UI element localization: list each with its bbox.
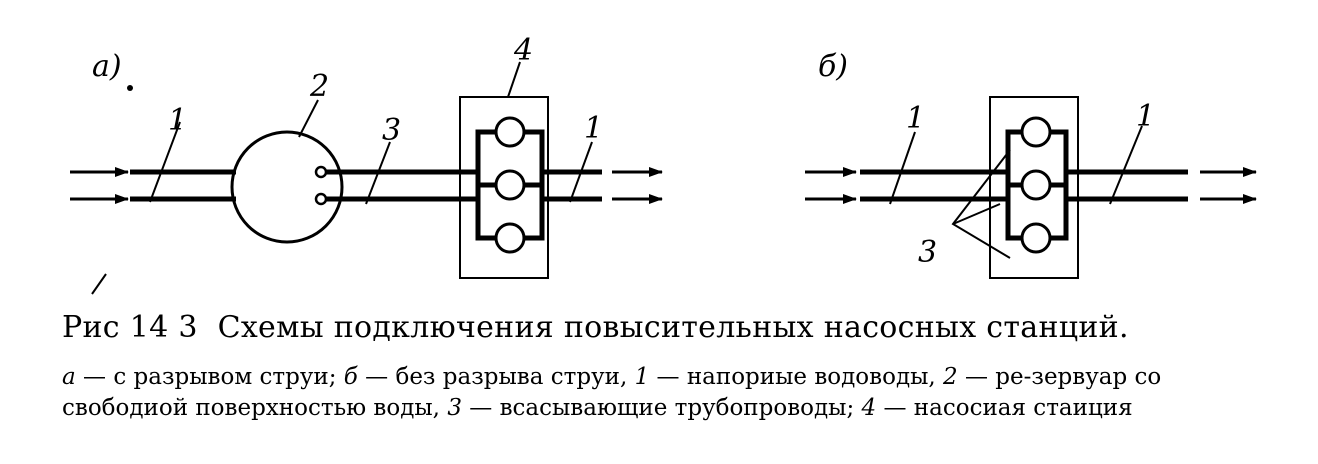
figure-title: Схемы подключения повысительных насосных… — [217, 310, 1129, 345]
figure-label: Рис 14 3 — [62, 310, 198, 345]
stray-mark — [91, 273, 107, 295]
panel-a-tag: а) — [92, 49, 122, 84]
suction-port-top — [314, 165, 328, 179]
pump-station-box — [459, 96, 549, 279]
callout-2: 2 — [309, 69, 329, 104]
stray-dot — [127, 85, 133, 91]
callout-1-out: 1 — [1136, 99, 1155, 134]
pump-1 — [494, 116, 526, 148]
callout-4: 4 — [513, 33, 533, 68]
panel-b: б) 1 3 1 — [805, 49, 1257, 279]
pump-1 — [1020, 116, 1052, 148]
legend-key: б — [343, 364, 358, 390]
legend-text: — без разрыва струи, — [357, 364, 635, 390]
legend-text: — напориые водоводы, — [649, 364, 944, 390]
pump-2 — [494, 169, 526, 201]
callout-leader-3b — [952, 203, 1001, 225]
pump-3 — [1020, 222, 1052, 254]
pump-3 — [494, 222, 526, 254]
legend-text: — ре-зервуар со свободиой поверхностью в… — [62, 364, 1162, 421]
legend-key: 2 — [943, 364, 958, 390]
callout-leader-2 — [298, 99, 319, 138]
callout-leader-4 — [507, 61, 521, 98]
pump-station-box — [989, 96, 1079, 279]
callout-leader-3 — [365, 141, 391, 205]
callout-leader-1 — [149, 121, 181, 203]
legend-text: — с разрывом струи; — [75, 364, 344, 390]
reservoir — [230, 130, 344, 244]
panel-a: а) 1 2 3 4 — [70, 33, 663, 295]
callout-1: 1 — [168, 103, 187, 138]
callout-leader-1 — [889, 131, 916, 205]
figure-legend: а — с разрывом струи; б — без разрыва ст… — [62, 362, 1292, 424]
callout-leader-3a — [951, 149, 1011, 259]
legend-text: — насосиая стаиция — [876, 395, 1133, 421]
callout-1-out: 1 — [584, 111, 603, 146]
legend-text: — всасывающие трубопроводы; — [461, 395, 862, 421]
callout-leader-1-out — [1109, 125, 1143, 205]
pump-2 — [1020, 169, 1052, 201]
legend-key: 4 — [861, 395, 877, 421]
callout-1: 1 — [906, 101, 925, 136]
figure-caption: Рис 14 3 Схемы подключения повысительных… — [62, 310, 1129, 345]
callout-3: 3 — [918, 235, 937, 270]
legend-key: 3 — [447, 395, 462, 421]
legend-key: а — [62, 364, 76, 390]
callout-3: 3 — [382, 113, 401, 148]
legend-key: 1 — [634, 364, 650, 390]
callout-leader-1-out — [569, 141, 593, 203]
suction-port-bottom — [314, 192, 328, 206]
pump-station-diagram: а) 1 2 3 4 — [70, 33, 1257, 295]
panel-b-tag: б) — [818, 49, 848, 84]
